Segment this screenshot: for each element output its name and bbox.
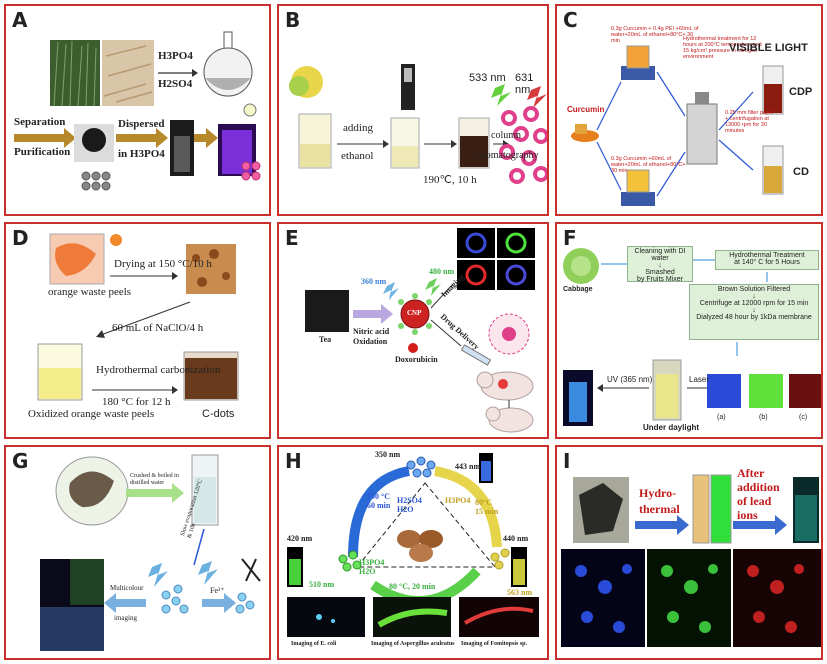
uv-label: UV (365 nm) (607, 375, 653, 384)
naclo-step: 60 mL of NaClO/4 h (112, 322, 204, 334)
panel-e: E Tea Nitric acid Oxidation 360 (277, 222, 549, 439)
wl-443: 443 nm (455, 462, 481, 471)
cdots-label: C-dots (202, 408, 235, 420)
label-b: (b) (759, 414, 768, 421)
acid-left: H2SO4 H2O (397, 496, 422, 514)
wavelength-red: 631 nm (515, 72, 534, 97)
hydro-step: Hydrothermal carbonization (96, 364, 221, 376)
step-filter: Brown Solution Filtered ↓ Centrifuge at … (689, 284, 819, 340)
doxorubicin-label: Doxorubicin (395, 355, 438, 364)
panel-b: B adding eth (277, 4, 549, 216)
panel-i-graphics (561, 474, 821, 647)
panel-g-graphics (40, 454, 261, 651)
panel-label: F (563, 226, 577, 250)
panel-h: H 350 nm 443 nm 100 °C 60 mi (277, 445, 549, 660)
hydro-label-2: thermal (639, 502, 680, 516)
panel-a-graphics (14, 31, 261, 191)
multicolour-label: Multicolour (110, 584, 144, 592)
acid-bottom: H3PO4 H2O (359, 558, 385, 576)
recipe-bottom: 0.3g Curcumin +60mL of water+20mL of eth… (611, 156, 686, 175)
visible-light: VISIBLE LIGHT (729, 42, 808, 54)
panel-label: E (285, 226, 299, 250)
panel-label: H (285, 449, 302, 473)
cabbage-label: Cabbage (563, 286, 593, 293)
panel-i: I Hydro- thermal After addition of lead … (555, 445, 823, 660)
after-label-4: ions (737, 508, 758, 522)
step-ethanol: ethanol (341, 150, 374, 162)
after-label-1: After (737, 466, 765, 480)
step-separation: Separation (14, 116, 66, 128)
panel-b-graphics (289, 64, 547, 184)
recipe-top: 0.3g Curcumin + 0.4g PEI +60mL of water+… (611, 26, 699, 45)
panel-label: C (563, 8, 578, 32)
cnp-label: CNP (407, 309, 422, 317)
laser-label: Laser (689, 375, 710, 384)
daylight-label: Under daylight (643, 423, 700, 432)
reagent-2: H2SO4 (158, 78, 193, 90)
wl-360: 360 nm (361, 277, 387, 286)
step-chromatography: chromatography (473, 150, 539, 161)
step-adding: adding (343, 122, 373, 134)
label-a: (a) (717, 414, 726, 421)
hydro-temp: 180 °C for 12 h (102, 396, 171, 408)
panel-label: I (563, 449, 571, 473)
hydrothermal-note: Hydrothermal treatment for 12 hours at 2… (683, 36, 762, 61)
wl-510: 510 nm (309, 580, 335, 589)
panel-d-graphics (37, 233, 239, 401)
img-ecoli: Imaging of E. coli (291, 641, 337, 647)
wl-480: 480 nm (429, 267, 455, 276)
step-purification: Purification (14, 146, 71, 158)
wavelength-green: 533 nm (469, 72, 506, 84)
wl-420: 420 nm (287, 534, 313, 543)
panel-d: D Drying at 150 °C/10 h orange waste pee… (4, 222, 271, 439)
panel-f-graphics (563, 248, 821, 426)
panel-label: B (285, 8, 301, 32)
drying-condition: Drying at 150 °C/10 h (114, 258, 212, 270)
panel-a: A (4, 4, 271, 216)
cond-left: 100 °C 60 min (367, 492, 391, 510)
reagent-1: H3PO4 (158, 50, 193, 62)
wl-440: 440 nm (503, 534, 529, 543)
panel-f: F Cabbage Cleaning with DI water ↓ Smash… (555, 222, 823, 439)
nitric-acid: Nitric acid (353, 327, 390, 336)
oxidized-label: Oxidized orange waste peels (28, 408, 155, 420)
panel-c-graphics (571, 45, 784, 206)
cdp-label: CDP (789, 86, 813, 98)
step-dispersed: Dispersed (118, 118, 165, 130)
img-aspergillus: Imaging of Aspergillus aculeatus (371, 641, 455, 647)
step-column: column (491, 130, 521, 141)
cd-label: CD (793, 166, 809, 178)
filter-note: 0.25 mm filter paper + centrifugation at… (725, 110, 774, 135)
label-c: (c) (799, 414, 808, 421)
cond-bottom: 80 °C, 20 min (389, 582, 436, 591)
after-label-3: of lead (737, 494, 772, 508)
curcumin-label: Curcumin (567, 105, 605, 114)
img-fomitopsis: Imaging of Fomitopsis sp. (461, 641, 528, 647)
crushed-boiled: Crushed & boiled in distilled water (130, 473, 179, 486)
hydro-label-1: Hydro- (639, 486, 677, 500)
step-hydrothermal: Hydrothermal Treatment at 140° C for 5 H… (715, 250, 819, 270)
oxidation: Oxidation (353, 337, 388, 346)
tea-label: Tea (319, 335, 332, 344)
after-label-2: addition (737, 480, 780, 494)
step-in-h3po4: in H3PO4 (118, 148, 165, 160)
wl-563: 563 nm (507, 588, 533, 597)
panel-label: G (12, 449, 29, 473)
wl-350: 350 nm (375, 450, 401, 459)
panel-e-graphics (305, 228, 535, 433)
peels-label: orange waste peels (48, 286, 132, 298)
condition-temp: 190℃, 10 h (423, 174, 477, 186)
panel-label: D (12, 226, 29, 250)
panel-c: C 0.3g Curcumin + 0.4g PEI +60mL of wate… (555, 4, 823, 216)
acid-right: H3PO4 (445, 496, 471, 505)
panel-h-graphics (287, 453, 539, 637)
imaging-label: imaging (114, 614, 137, 622)
fe-label: Fe³⁺ (210, 586, 225, 595)
step-cleaning: Cleaning with DI water ↓ Smashed by Frui… (627, 246, 693, 283)
panel-g: G Crushed & boiled in distilled water Sl… (4, 445, 271, 660)
cond-right: 80°C 15 min (475, 498, 499, 516)
panel-label: A (12, 8, 28, 32)
